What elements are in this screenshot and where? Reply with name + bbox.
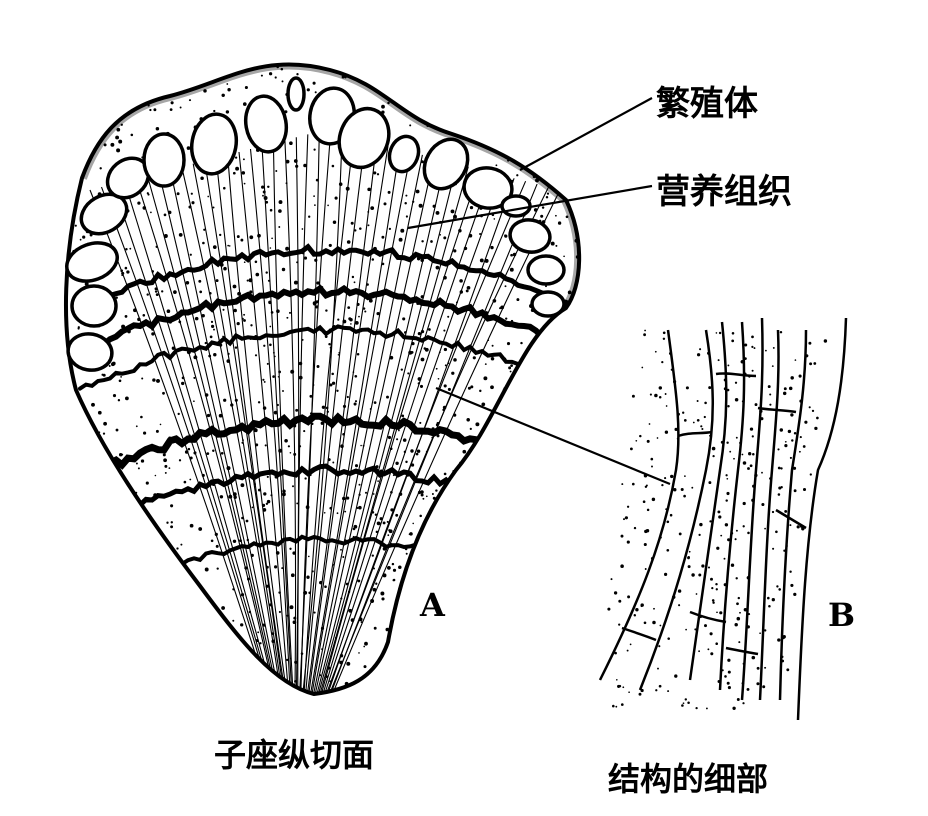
leader-lines [407,97,671,486]
label-vegetative-tissue: 营养组织 [656,172,792,212]
stroma-section-icon [64,62,582,697]
panel-label-a: A [420,586,445,624]
label-reproductive-body: 繁殖体 [656,84,758,124]
hyphae-detail-icon [598,317,848,721]
panel-label-b: B [828,596,856,634]
caption-b: 结构的细部 [608,760,769,798]
caption-a: 子座纵切面 [214,736,375,774]
